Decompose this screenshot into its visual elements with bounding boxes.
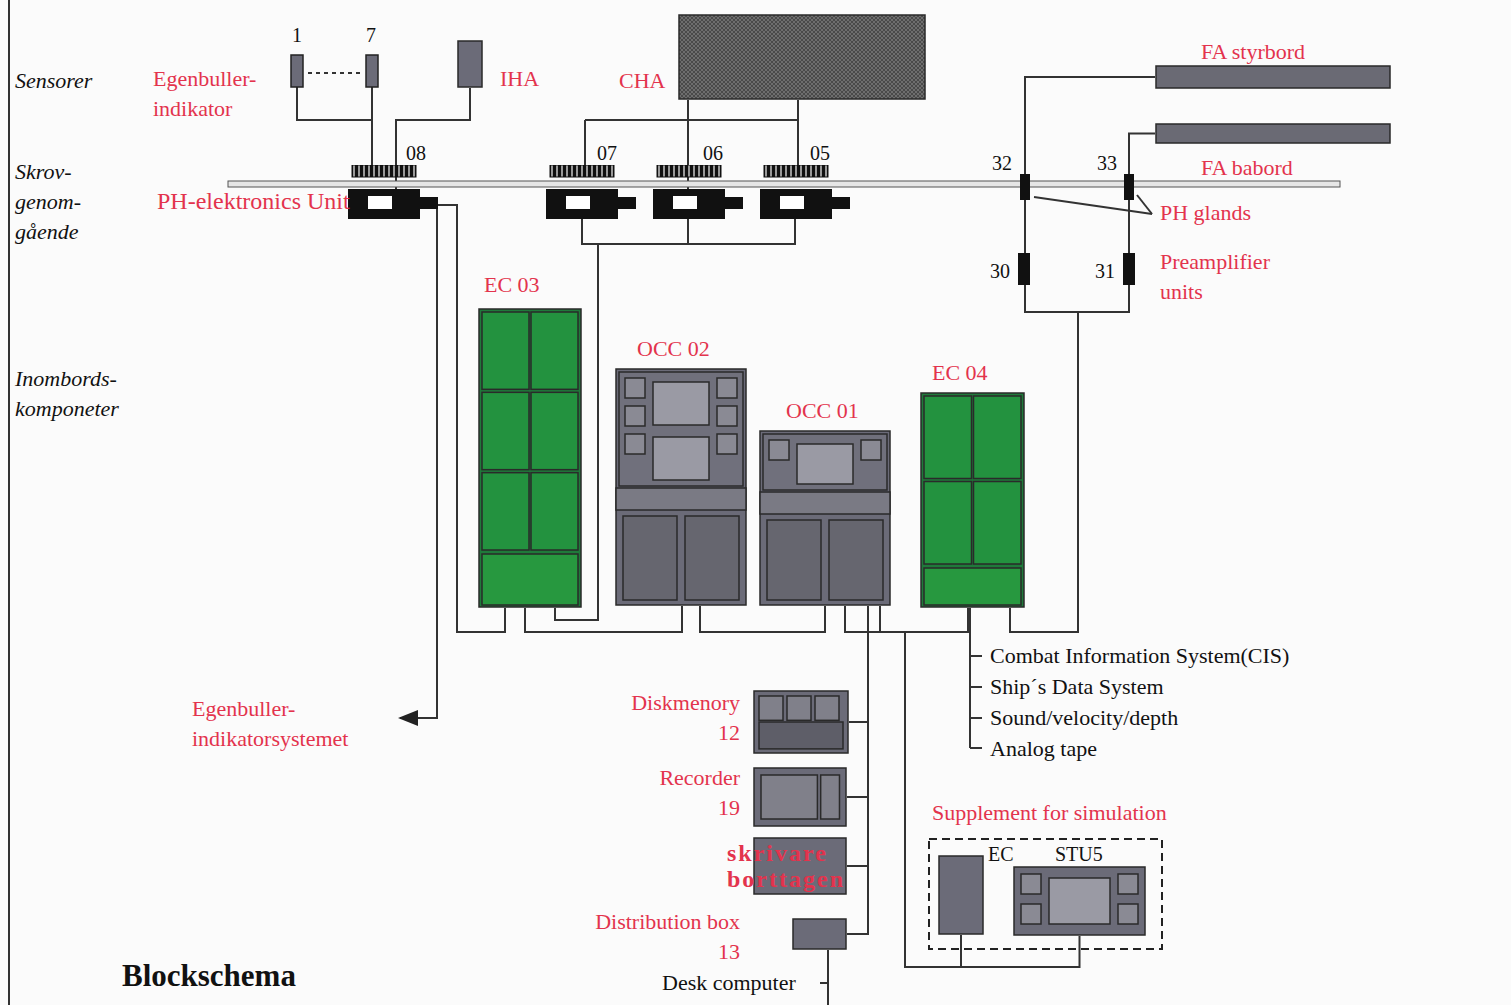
ph-units: [348, 165, 850, 219]
text-label: Analog tape: [990, 734, 1097, 764]
disk-memory: Diskmenory 12: [753, 690, 849, 754]
node-label: Supplement for simulation: [932, 798, 1167, 828]
text-label: PH-elektronics Unit: [157, 183, 350, 219]
node-label: FA styrbord: [1201, 37, 1305, 67]
wires: [297, 87, 1152, 1005]
node-label: Distribution box 13: [570, 907, 740, 967]
printer-removed: skrivare borttagen: [753, 837, 847, 895]
electronics-cabinet: EC 03: [478, 308, 582, 608]
text-label: 31: [1095, 256, 1115, 286]
node-label: OCC 02: [637, 334, 710, 364]
text-label: 06: [703, 138, 723, 168]
text-label: Desk computer: [662, 968, 796, 998]
recorder: Recorder 19: [753, 767, 847, 827]
text-label: 1: [292, 20, 302, 50]
flank-array-shape: [1155, 123, 1391, 144]
electronics-cabinet-shape: [920, 392, 1025, 608]
cable: [849, 606, 868, 722]
text-label: 32: [992, 148, 1012, 178]
cable: [847, 606, 868, 934]
electronics-cabinet-shape: [478, 308, 582, 608]
text-label: PH glands: [1160, 198, 1251, 228]
recorder-shape: [753, 767, 847, 827]
hydrophone-array-shape: [678, 14, 926, 100]
node-label: OCC 01: [786, 396, 859, 426]
flank-array: FA babord: [1155, 123, 1391, 144]
simulation-ec: EC: [938, 855, 984, 935]
glands-preamps: [1018, 174, 1135, 285]
cable: [847, 606, 868, 866]
text-label: Sound/velocity/depth: [990, 703, 1178, 733]
node-label: CHA: [619, 66, 665, 96]
text-label: 30: [990, 256, 1010, 286]
hull-line: [228, 181, 1340, 187]
disk-memory-shape: [753, 690, 849, 754]
cable: [845, 606, 968, 632]
text-label: Sensorer: [15, 66, 92, 96]
flank-array: FA styrbord: [1155, 65, 1391, 89]
cable: [1010, 77, 1155, 632]
diagram-title: Blockschema: [122, 958, 296, 994]
node-label: EC: [988, 842, 1014, 866]
simulation-console-shape: [1013, 866, 1146, 936]
flank-array-shape: [1155, 65, 1391, 89]
node-label: FA babord: [1201, 153, 1293, 183]
hydrophone-shape: [457, 40, 483, 88]
node-label: Diskmenory 12: [631, 688, 740, 748]
simulation-console: STU5: [1013, 866, 1146, 936]
node-label: EC 04: [932, 358, 988, 388]
text-label: Inombords- komponeter: [15, 364, 119, 424]
sensor-1: [291, 55, 303, 87]
node-label: IHA: [500, 64, 539, 94]
text-label: 07: [597, 138, 617, 168]
distribution-box-shape: [792, 918, 847, 950]
node-label: STU5: [1055, 842, 1103, 866]
text-label: 08: [406, 138, 426, 168]
text-label: Combat Information System(CIS): [990, 641, 1289, 671]
hydrophone: IHA: [457, 40, 483, 88]
cable: [700, 606, 825, 632]
node-label: skrivare borttagen: [727, 840, 845, 892]
text-label: Skrov- genom- gående: [15, 157, 81, 247]
cable: [847, 606, 868, 797]
text-label: Ship´s Data System: [990, 672, 1164, 702]
node-label: Recorder 19: [659, 763, 740, 823]
distribution-box: Distribution box 13: [792, 918, 847, 950]
text-label: Preamplifier units: [1160, 247, 1270, 307]
hydrophone-array: CHA: [678, 14, 926, 100]
operator-console-shape: [759, 430, 891, 606]
text-label: 33: [1097, 148, 1117, 178]
simulation-ec-shape: [938, 855, 984, 935]
node-label: EC 03: [484, 270, 540, 300]
cable: [525, 606, 682, 632]
page-border: [8, 0, 10, 1005]
text-label: 7: [366, 20, 376, 50]
cable: [1010, 134, 1155, 633]
dotted-link: [308, 72, 360, 74]
simulation-group: Supplement for simulationECSTU5: [928, 838, 1163, 950]
text-label: Egenbuller- indikatorsystemet: [192, 694, 348, 754]
text-label: Egenbuller- indikator: [153, 64, 256, 124]
operator-console: OCC 01: [759, 430, 891, 606]
operator-console-shape: [615, 368, 747, 606]
electronics-cabinet: EC 04: [920, 392, 1025, 608]
sensor-7: [366, 55, 378, 87]
text-label: 05: [810, 138, 830, 168]
operator-console: OCC 02: [615, 368, 747, 606]
